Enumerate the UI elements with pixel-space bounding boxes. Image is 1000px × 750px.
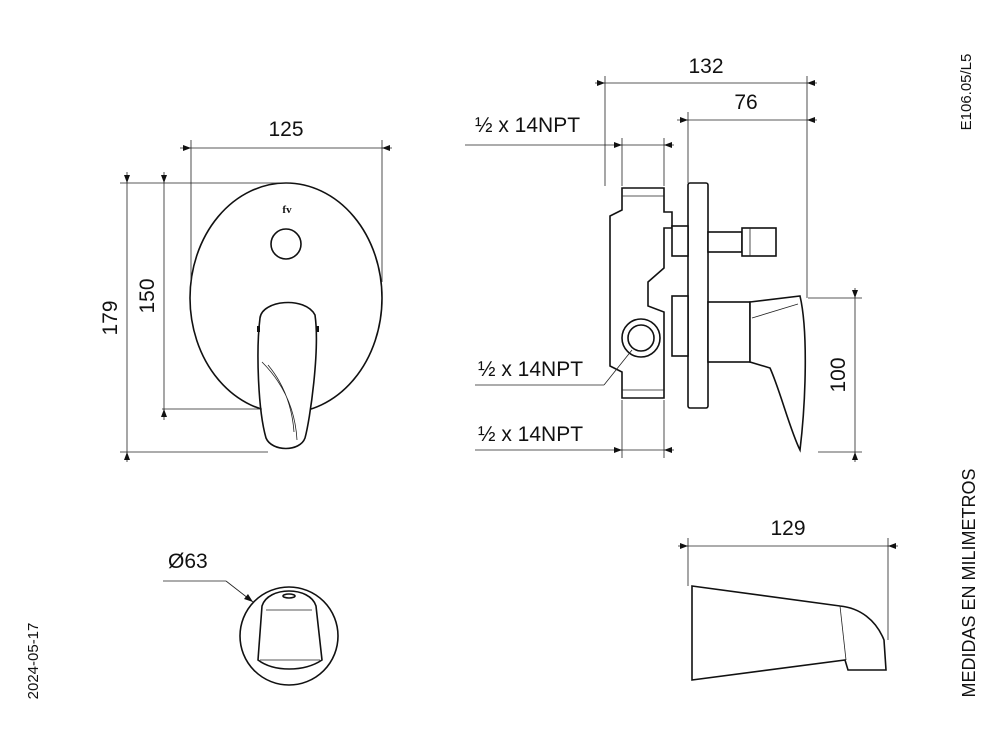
dim-escutcheon-diameter: Ø63	[168, 550, 208, 573]
dim-spout-length: 129	[770, 517, 805, 540]
handle-base	[707, 301, 751, 363]
dim-front-height-total: 179	[99, 300, 122, 335]
lever-handle	[257, 301, 318, 450]
side-port-inner	[627, 324, 655, 352]
escutcheon-lever	[257, 590, 323, 670]
spout-view: 129	[678, 517, 898, 681]
stem-cap	[741, 227, 777, 257]
dim-handle-height: 100	[827, 357, 850, 392]
lever-marker-left	[257, 326, 260, 332]
dim-side-depth-total: 132	[688, 55, 723, 78]
brand-logo: fv	[282, 204, 292, 216]
dim-front-width: 125	[268, 118, 303, 141]
valve-body	[609, 187, 673, 399]
escutcheon-view: Ø63	[163, 550, 339, 686]
dim-thread-bottom: ½ x 14NPT	[478, 423, 583, 446]
diverter-knob	[270, 228, 302, 260]
dim-thread-top: ½ x 14NPT	[475, 114, 580, 137]
wall-plate	[687, 182, 709, 409]
lever-highlight	[261, 361, 298, 441]
stem-extension	[707, 231, 743, 253]
units-note: MEDIDAS EN MILIMETROS	[959, 468, 979, 697]
cartridge-housing	[671, 295, 689, 357]
drawing-code: E106.05/L5	[958, 54, 975, 131]
drawing-date: 2024-05-17	[25, 623, 42, 700]
valve-stem	[671, 225, 689, 257]
escutcheon-outline	[239, 586, 339, 686]
spout-outline	[691, 585, 887, 681]
dim-thread-middle: ½ x 14NPT	[478, 358, 583, 381]
dim-side-depth-front: 76	[734, 91, 757, 114]
side-port-outer	[621, 318, 661, 358]
side-view: 132 76 ½ x 14NPT ½ x 14NPT ½ x 14NPT 100	[465, 55, 862, 462]
front-view: fv 125 179 150	[99, 118, 392, 462]
side-lever	[749, 295, 807, 453]
lever-marker-right	[316, 326, 319, 332]
dim-front-height-plate: 150	[136, 278, 159, 313]
